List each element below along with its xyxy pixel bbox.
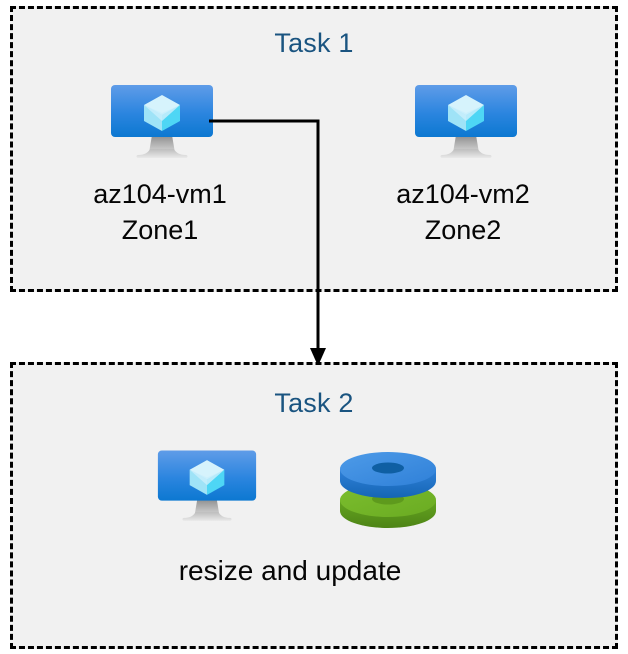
virtual-machine-icon (108, 83, 216, 169)
task-2-box (10, 362, 618, 649)
task-1-title: Task 1 (274, 28, 354, 58)
task-1-box (10, 6, 618, 292)
virtual-machine-icon (155, 448, 259, 532)
vm2-zone: Zone2 (424, 215, 502, 245)
virtual-machine-icon (412, 83, 520, 169)
vm1-label: az104-vm1 Zone1 (40, 176, 280, 248)
vm2-name: az104-vm2 (396, 179, 530, 209)
flow-arrow (200, 110, 340, 370)
task-2-title: Task 2 (274, 388, 354, 418)
disks-icon (336, 443, 440, 529)
vm1-zone: Zone1 (121, 215, 199, 245)
task-2-caption: resize and update (178, 555, 402, 586)
vm2-label: az104-vm2 Zone2 (343, 176, 583, 248)
vm1-name: az104-vm1 (93, 179, 227, 209)
